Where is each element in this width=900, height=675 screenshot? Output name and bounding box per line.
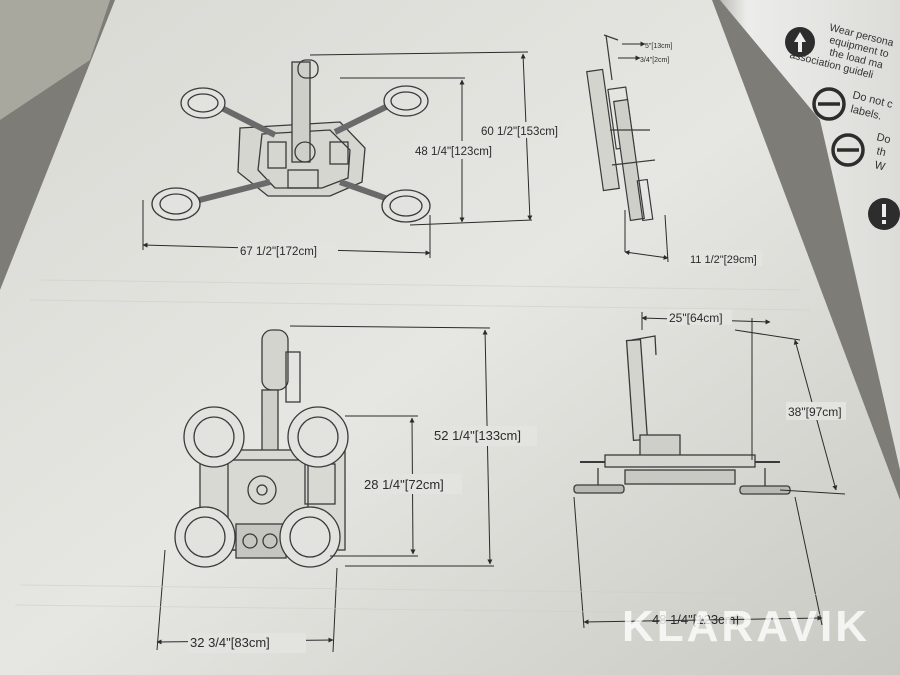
safety-line-8: th [875,145,887,159]
top-view-drawing [151,59,431,223]
top-view-width-label: 67 1/2"[172cm] [240,246,317,258]
watermark-logo: KLARAVIK [622,602,871,651]
front-view-height-inner-label: 28 1/4"[72cm] [364,477,444,492]
top-view-height-inner-label: 48 1/4"[123cm] [415,146,492,158]
prohibition-icon [812,87,846,121]
side-view-small-dim-2: 3/4"[2cm] [640,57,669,64]
side-view-bottom-drawing [573,335,791,495]
safety-line-7: Do [875,131,892,146]
front-view-drawing [174,329,349,568]
side-view-top-width-label: 25"[64cm] [669,311,723,325]
side-view-base-width-label: 48 1/4"[123cm] [652,612,739,627]
safety-line-9: W [873,159,887,173]
front-view-width-label: 32 3/4"[83cm] [190,635,270,650]
side-view-height-label: 38"[97cm] [788,405,842,419]
front-view-height-outer-label: 52 1/4"[133cm] [434,428,521,443]
side-view-top-drawing [586,34,656,222]
side-view-small-dim-1: 5"[13cm] [645,43,672,50]
right-page [720,0,900,470]
prohibition-icon [831,133,865,167]
warning-icon [868,198,900,230]
side-view-depth-label: 11 1/2"[29cm] [690,254,757,266]
top-view-height-outer-label: 60 1/2"[153cm] [481,126,558,138]
ppe-icon [785,27,815,57]
